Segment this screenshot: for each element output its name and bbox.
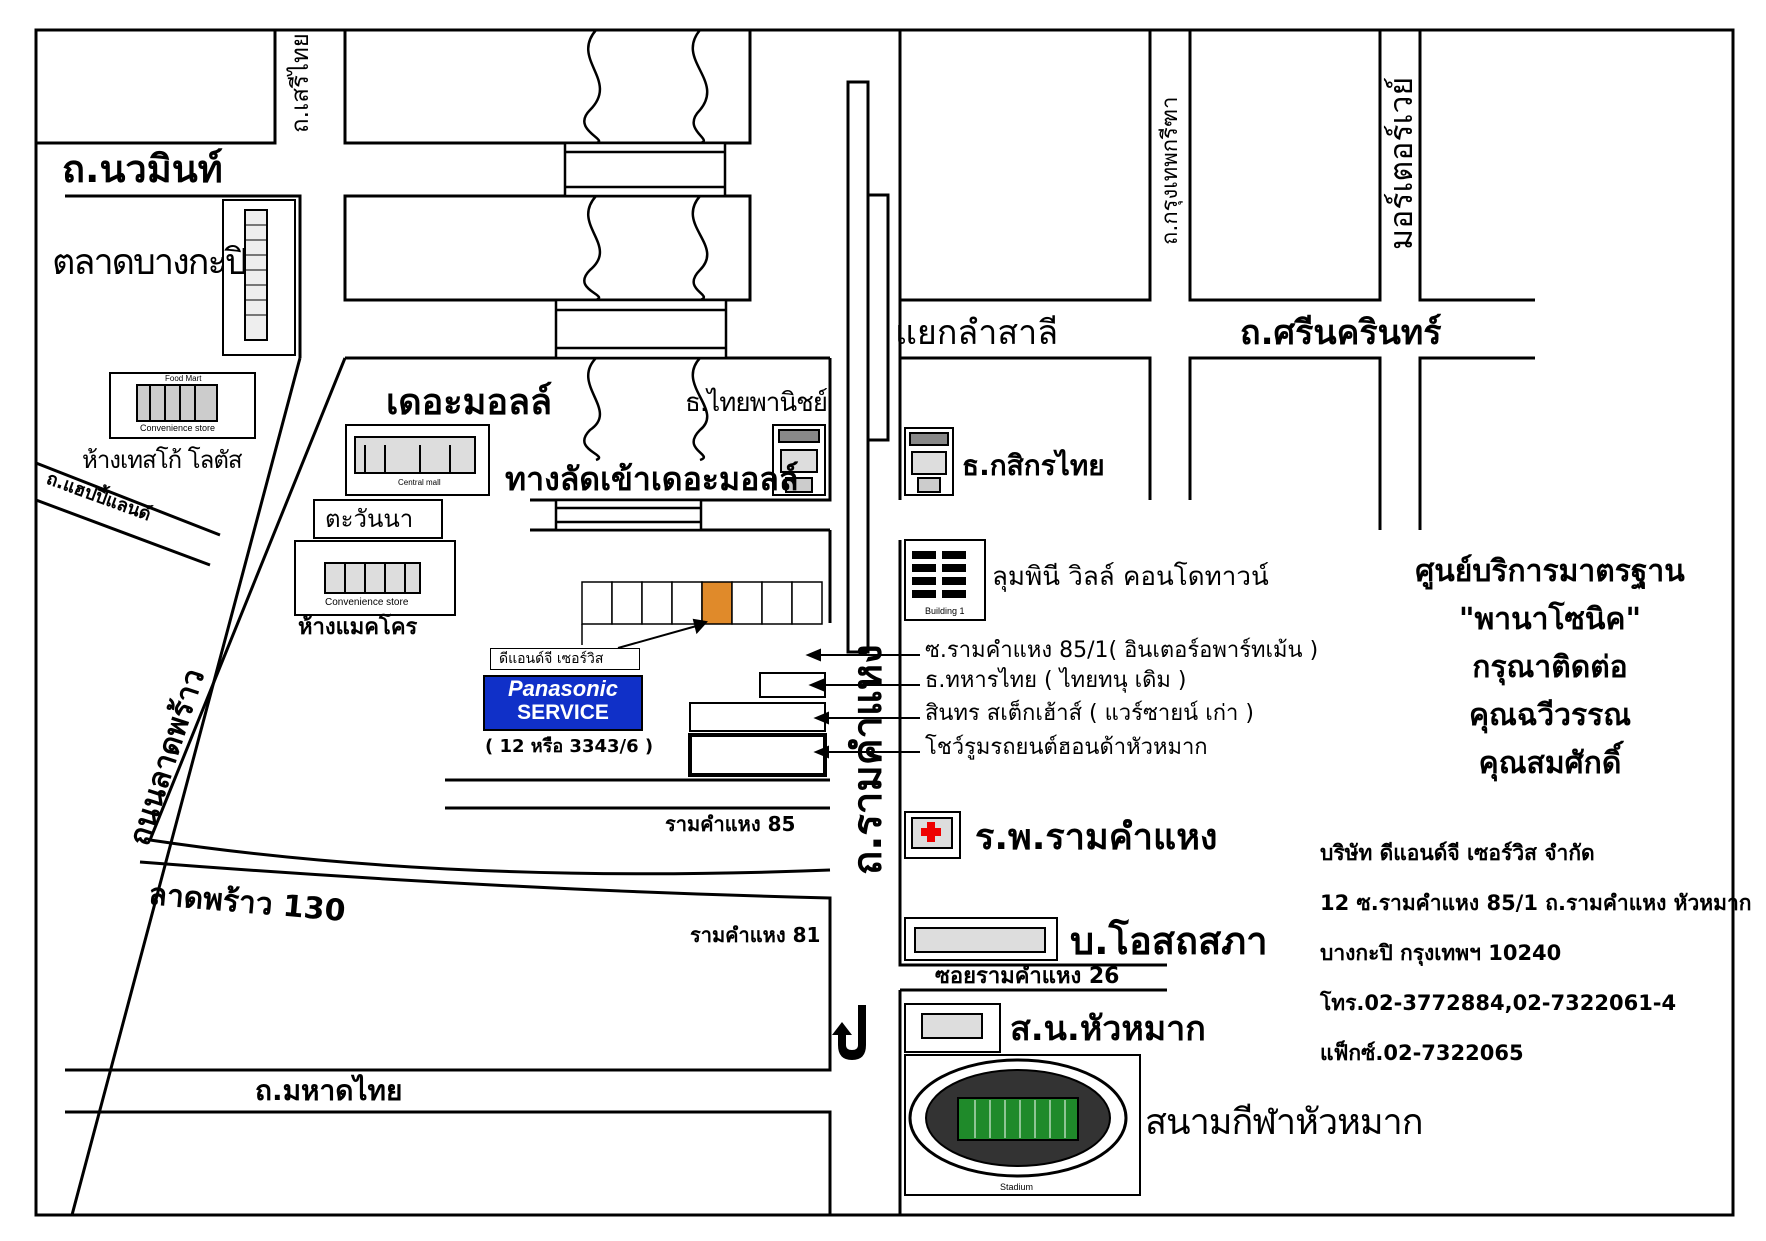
- label-stadium: สนามกีฬาหัวหมาก: [1145, 1102, 1424, 1143]
- osotspa-icon: [904, 917, 1058, 961]
- tawanna-box: [313, 499, 443, 539]
- label-honda: โชว์รูมรถยนต์ฮอนด้าหัวหมาก: [925, 735, 1208, 760]
- canal: [583, 29, 709, 462]
- bridges: [554, 141, 728, 532]
- map-border: [34, 28, 1735, 1217]
- road-soi-ram26: ซอยรามคำแหง 26: [935, 964, 1120, 989]
- label-hospital: ร.พ.รามคำแหง: [975, 817, 1218, 858]
- road-nawamin: ถ.นวมินท์: [62, 147, 223, 191]
- panasonic-line1: Panasonic: [507, 676, 619, 701]
- label-kasikorn: ธ.กสิกรไทย: [962, 449, 1105, 482]
- caption-food-mart: Food Mart: [165, 374, 202, 383]
- panasonic-service-logo: Panasonic SERVICE: [483, 675, 643, 731]
- tesco-store-icon: [109, 372, 256, 439]
- label-lumpini: ลุมพินี วิลล์ คอนโดทาวน์: [992, 562, 1269, 592]
- makro-store-icon: [294, 540, 456, 616]
- road-ramkhamhaeng: ถ.รามคำแหง: [845, 644, 891, 875]
- service-center-info: ศูนย์บริการมาตรฐาน "พานาโซนิค" กรุณาติดต…: [1380, 548, 1720, 788]
- police-station-icon: [904, 1003, 1001, 1053]
- road-srinakarin: ถ.ศรีนครินทร์: [1240, 313, 1442, 353]
- service-line4: คุณฉวีวรรณ: [1468, 698, 1632, 733]
- road-serithai: ถ.เสรีไทย: [286, 33, 314, 133]
- caption-stadium: Stadium: [1000, 1182, 1034, 1192]
- stadium-icon: [904, 1054, 1141, 1196]
- label-tawanna: ตะวันนา: [325, 505, 414, 533]
- u-turn-icon: [832, 1005, 866, 1060]
- label-thai-panich: ธ.ไทยพานิชย์: [685, 388, 828, 418]
- shop-row: [581, 581, 823, 645]
- label-makro: ห้างแมคโคร: [298, 615, 418, 640]
- lumpini-building-icon: [904, 539, 986, 621]
- caption-tesco-store: Convenience store: [140, 423, 216, 433]
- road-krungthep-kritha: ถ.กรุงเทพกรีฑา: [1158, 96, 1183, 245]
- label-the-mall: เดอะมอลล์: [386, 382, 553, 423]
- caption-building: Building 1: [925, 606, 965, 616]
- kasikorn-bank-icon: [904, 427, 954, 496]
- caption-central: Central mall: [398, 478, 441, 487]
- label-tmb: ธ.ทหารไทย ( ไทยทนุ เดิม ): [925, 668, 1187, 693]
- company-name: บริษัท ดีแอนด์จี เซอร์วิส จำกัด: [1320, 841, 1595, 865]
- label-tesco: ห้างเทสโก้ โลตัส: [82, 446, 243, 474]
- label-mall-shortcut: ทางลัดเข้าเดอะมอลล์: [505, 460, 799, 498]
- road-mahatthai: ถ.มหาดไทย: [255, 1074, 403, 1107]
- company-address1: 12 ซ.รามคำแหง 85/1 ถ.รามคำแหง หัวหมาก: [1320, 891, 1752, 915]
- label-police: ส.น.หัวหมาก: [1010, 1009, 1206, 1049]
- market-building: [222, 199, 296, 356]
- service-line1: ศูนย์บริการมาตรฐาน: [1415, 554, 1685, 589]
- hospital-icon: [904, 811, 961, 859]
- west-side-buildings: [688, 672, 827, 777]
- road-motorway: มอร์เตอร์เวย์: [1382, 76, 1420, 250]
- junction-lam-sali: แยกลำสาลี: [895, 313, 1059, 353]
- company-phone: โทร.02-3772884,02-7322061-4: [1320, 991, 1677, 1015]
- road-lines: [35, 30, 1535, 1216]
- service-line5: คุณสมศักดิ์: [1478, 746, 1622, 781]
- caption-makro-store: Convenience store: [325, 597, 409, 608]
- company-fax: แฟ็กซ์.02-7322065: [1320, 1041, 1524, 1065]
- pointer-arrows: [805, 648, 920, 759]
- shop-arrow: [617, 618, 708, 649]
- service-line3: กรุณาติดต่อ: [1472, 650, 1628, 685]
- company-address2: บางกะปิ กรุงเทพฯ 10240: [1320, 941, 1562, 965]
- company-info: บริษัท ดีแอนด์จี เซอร์วิส จำกัด 12 ซ.ราม…: [1320, 828, 1752, 1078]
- the-mall-icon: [345, 424, 490, 496]
- label-soi-ram85-1: ซ.รามคำแหง 85/1( อินเตอร์อพาร์ทเม้น ): [925, 638, 1319, 663]
- label-bangkapi-market: ตลาดบางกะปิ: [52, 242, 248, 283]
- label-sinthorn: สินทร สเต็กเฮ้าส์ ( แวร์ซายน์ เก่า ): [925, 701, 1254, 726]
- dng-shop-highlight: [701, 581, 733, 625]
- panasonic-address: ( 12 หรือ 3343/6 ): [485, 736, 654, 757]
- panasonic-line2: SERVICE: [517, 701, 609, 724]
- road-ram85: รามคำแหง 85: [665, 812, 796, 836]
- dng-sign: ดีแอนด์จี เซอร์วิส: [490, 648, 640, 670]
- label-osotspa: บ.โอสถสภา: [1070, 919, 1268, 963]
- thai-panich-bank-icon: [772, 424, 826, 496]
- service-line2: "พานาโซนิค": [1458, 602, 1642, 637]
- road-ram81: รามคำแหง 81: [690, 923, 821, 947]
